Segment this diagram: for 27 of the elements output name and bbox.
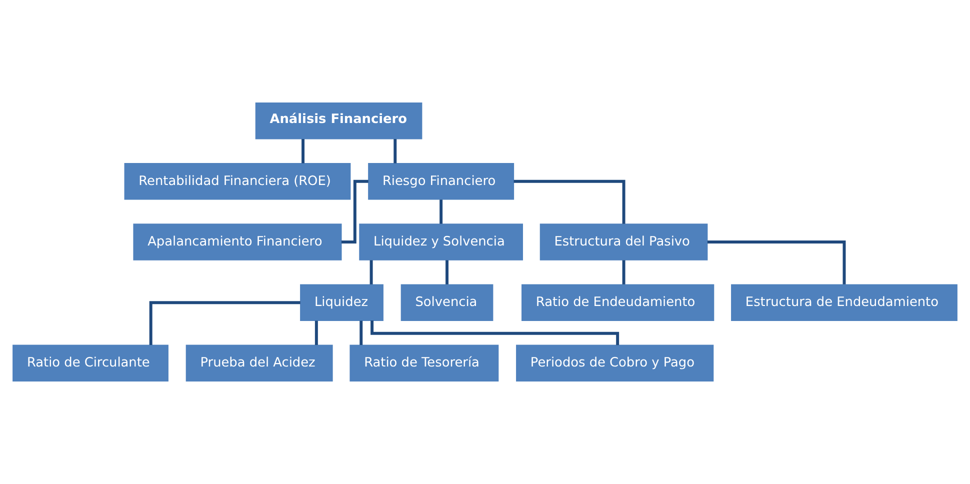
node-box: Liquidez — [300, 284, 384, 321]
node-box: Periodos de Cobro y Pago — [516, 344, 714, 382]
connector — [622, 260, 626, 284]
connector — [149, 301, 300, 345]
node-box: Prueba del Acidez — [186, 344, 333, 382]
connector — [370, 260, 373, 284]
node-box: Estructura de Endeudamiento — [731, 284, 958, 321]
connector — [360, 320, 363, 345]
node-box: Análisis Financiero — [255, 102, 422, 140]
connector — [440, 200, 443, 224]
connector — [341, 180, 368, 244]
node-box: Estructura del Pasivo — [540, 224, 708, 260]
node-box: Ratio de Endeudamiento — [522, 284, 714, 321]
node-box: Liquidez y Solvencia — [359, 224, 523, 260]
node-box: Solvencia — [400, 284, 494, 321]
node-box: Riesgo Financiero — [368, 163, 514, 200]
node-box: Ratio de Circulante — [12, 344, 168, 382]
connector — [314, 320, 318, 345]
connector — [446, 260, 448, 284]
connector — [370, 320, 620, 346]
node-box: Rentabilidad Financiera (ROE) — [124, 163, 351, 200]
node-box: Ratio de Tesorería — [350, 344, 499, 382]
connector — [394, 139, 397, 164]
node-box: Apalancamiento Financiero — [133, 224, 342, 260]
connector — [302, 139, 305, 164]
connector — [514, 180, 626, 224]
connector — [707, 240, 846, 284]
